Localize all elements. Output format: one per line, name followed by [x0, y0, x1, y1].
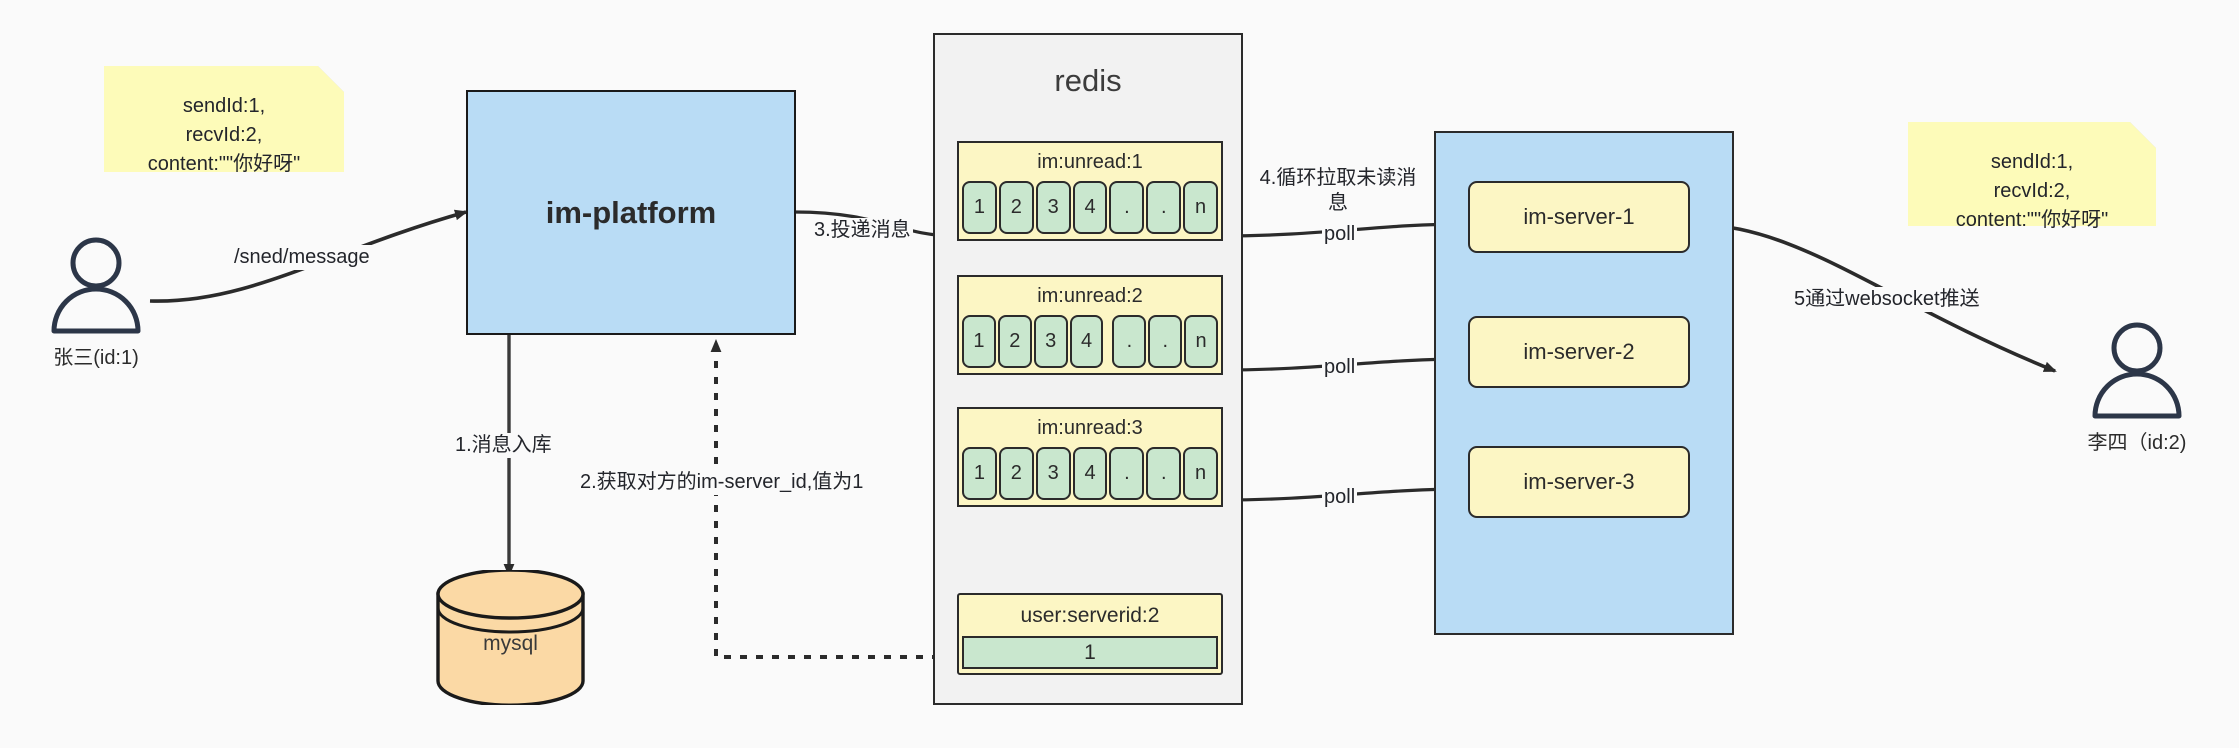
redis-cell: n — [1184, 315, 1219, 368]
edge-serverid-to-platform — [710, 339, 955, 659]
redis-title: redis — [1054, 63, 1122, 98]
redis-cell: 3 — [1033, 315, 1068, 368]
redis-cell: n — [1183, 447, 1219, 500]
database-cylinder-icon — [436, 568, 585, 707]
redis-list-im-unread-3[interactable]: im:unread:3 1 2 3 4 . . n — [957, 407, 1223, 507]
edge-label-poll-1: poll — [1322, 222, 1358, 247]
redis-container: redis im:unread:1 1 2 3 4 . . n im:unrea… — [933, 33, 1243, 705]
sticky-note-left-line1: sendId:1, — [182, 95, 266, 117]
redis-cell: 3 — [1035, 181, 1071, 234]
sticky-note-left-line3: content:""你好呀" — [147, 153, 301, 175]
redis-list-cells: 1 2 3 4 . . n — [962, 315, 1219, 368]
redis-list-cells: 1 2 3 4 . . n — [962, 181, 1219, 234]
redis-list-key: im:unread:3 — [1037, 417, 1143, 439]
redis-list-im-unread-1[interactable]: im:unread:1 1 2 3 4 . . n — [957, 141, 1223, 241]
redis-list-im-unread-2[interactable]: im:unread:2 1 2 3 4 . . n — [957, 275, 1223, 375]
actor-receiver-label: 李四（id:2) — [2087, 432, 2187, 454]
im-platform-label: im-platform — [545, 194, 717, 230]
person-icon — [2092, 322, 2182, 419]
im-server-cluster: im-server-1 im-server-2 im-server-3 — [1434, 131, 1734, 635]
redis-serverid-key: user:serverid:2 — [1020, 604, 1160, 627]
person-icon — [51, 237, 141, 334]
actor-receiver: 李四（id:2) — [2065, 322, 2215, 472]
sticky-note-left-line2: recvId:2, — [185, 124, 263, 146]
edge-label-poll-2: poll — [1322, 355, 1358, 380]
redis-list-key: im:unread:2 — [1037, 285, 1143, 307]
redis-cell: . — [1109, 447, 1145, 500]
edge-label-step5: 5通过websocket推送 — [1792, 287, 1982, 312]
edge-label-step3: 3.投递消息 — [812, 218, 913, 243]
mysql-label: mysql — [483, 632, 538, 655]
edge-label-step1: 1.消息入库 — [453, 433, 554, 458]
redis-list-cells: 1 2 3 4 . . n — [962, 447, 1219, 500]
im-server-2-label: im-server-2 — [1523, 339, 1635, 364]
im-platform-box[interactable]: im-platform — [466, 90, 796, 335]
im-server-1-box[interactable]: im-server-1 — [1468, 181, 1690, 253]
redis-cell: 4 — [1072, 447, 1108, 500]
redis-cell: . — [1146, 447, 1182, 500]
redis-serverid-value: 1 — [962, 636, 1218, 669]
sticky-note-right-line1: sendId:1, — [1990, 151, 2074, 173]
redis-list-key: im:unread:1 — [1037, 151, 1143, 173]
actor-sender: 张三(id:1) — [30, 237, 170, 387]
sticky-note-right: sendId:1, recvId:2, content:""你好呀" — [1908, 122, 2156, 231]
redis-key-user-serverid[interactable]: user:serverid:2 1 — [957, 593, 1223, 675]
im-server-3-box[interactable]: im-server-3 — [1468, 446, 1690, 518]
im-server-2-box[interactable]: im-server-2 — [1468, 316, 1690, 388]
sticky-note-right-line2: recvId:2, — [1993, 180, 2071, 202]
redis-cell: 3 — [1035, 447, 1071, 500]
sticky-note-right-line3: content:""你好呀" — [1955, 209, 2109, 231]
redis-cell: 1 — [962, 181, 997, 234]
edge-sender-to-platform — [149, 209, 468, 303]
edge-label-step2: 2.获取对方的im-server_id,值为1 — [578, 470, 866, 495]
redis-cell: 2 — [998, 447, 1034, 500]
edge-label-poll-3: poll — [1322, 485, 1358, 510]
edge-label-step4: 4.循环拉取未读消息 — [1256, 166, 1420, 216]
redis-cell: 2 — [998, 181, 1034, 234]
redis-cell: 4 — [1069, 315, 1104, 368]
redis-cell: 1 — [962, 315, 996, 368]
redis-cell: 2 — [997, 315, 1032, 368]
redis-cell: . — [1148, 315, 1183, 368]
redis-cell: 1 — [962, 447, 997, 500]
im-server-3-label: im-server-3 — [1523, 469, 1635, 494]
mysql-database[interactable]: mysql — [428, 568, 593, 707]
actor-sender-label: 张三(id:1) — [53, 347, 139, 369]
redis-cell: . — [1112, 315, 1147, 368]
redis-cell: n — [1183, 181, 1219, 234]
im-server-1-label: im-server-1 — [1523, 204, 1635, 229]
redis-cell: . — [1109, 181, 1145, 234]
redis-cell: 4 — [1072, 181, 1108, 234]
sticky-note-left: sendId:1, recvId:2, content:""你好呀" — [104, 66, 344, 175]
redis-cell: . — [1146, 181, 1182, 234]
edge-label-send-message: /sned/message — [232, 245, 372, 270]
